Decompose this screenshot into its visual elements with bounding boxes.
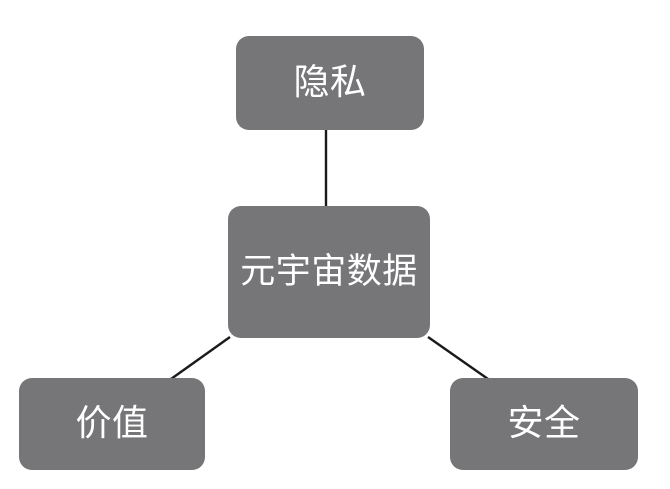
diagram-node-metaverse-data[interactable]: 元宇宙数据 <box>228 206 430 338</box>
diagram-node-label: 价值 <box>75 403 149 445</box>
connector-center-to-bottom-left <box>170 336 231 380</box>
diagram-node-privacy[interactable]: 隐私 <box>236 36 424 130</box>
diagram-node-security[interactable]: 安全 <box>450 378 638 470</box>
connector-center-to-bottom-right <box>427 336 489 380</box>
diagram-node-value[interactable]: 价值 <box>19 378 205 470</box>
diagram-node-label: 元宇宙数据 <box>240 251 418 292</box>
diagram-node-label: 安全 <box>507 403 581 445</box>
diagram-node-label: 隐私 <box>293 62 367 104</box>
